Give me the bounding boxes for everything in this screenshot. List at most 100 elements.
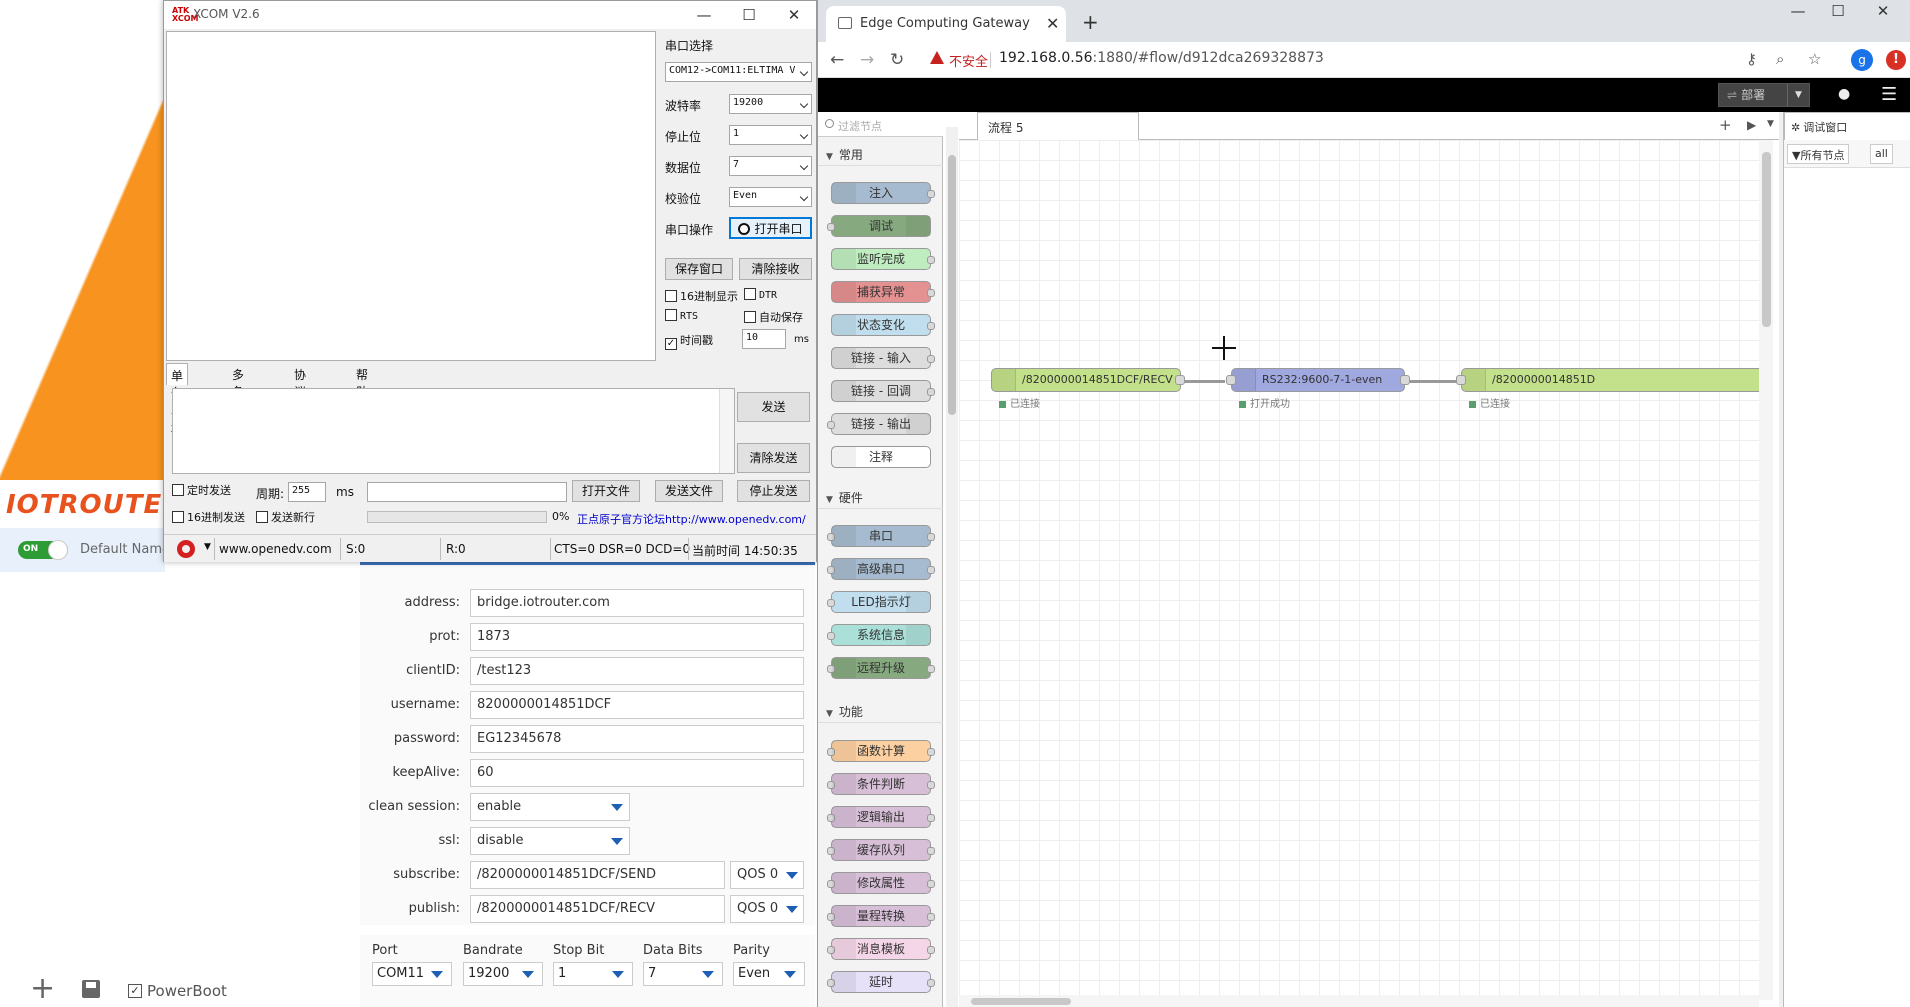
- keepalive-input[interactable]: 60: [470, 759, 804, 787]
- palette-node-comment[interactable]: 注释: [831, 446, 931, 468]
- palette-node-link-out[interactable]: 链接 - 输出: [827, 413, 931, 435]
- hex-send-checkbox[interactable]: 16进制发送: [172, 509, 245, 525]
- palette-node-template[interactable]: 消息模板: [827, 938, 935, 960]
- alert-icon[interactable]: !: [1886, 50, 1906, 70]
- auto-save-checkbox[interactable]: 自动保存: [744, 309, 803, 325]
- forum-link[interactable]: 正点原子官方论坛http://www.openedv.com/: [577, 513, 806, 526]
- address-bar[interactable]: 192.168.0.56:1880/#flow/d912dca269328873: [999, 50, 1324, 66]
- palette-node-link-in[interactable]: 链接 - 输入: [831, 347, 935, 369]
- output-port[interactable]: [1175, 375, 1185, 385]
- publish-input[interactable]: /8200000014851DCF/RECV: [470, 895, 725, 923]
- save-icon[interactable]: [82, 980, 100, 998]
- menu-icon[interactable]: ☰: [1881, 84, 1898, 105]
- stop-send-button[interactable]: 停止发送: [737, 480, 810, 502]
- prot-input[interactable]: 1873: [470, 623, 804, 651]
- timestamp-checkbox[interactable]: ✓时间戳: [665, 332, 713, 350]
- bandrate-select[interactable]: 19200: [463, 962, 543, 986]
- input-port[interactable]: [1226, 375, 1236, 385]
- tab-debug[interactable]: ✲调试窗口: [1784, 112, 1910, 141]
- palette-node-function[interactable]: 函数计算: [827, 740, 935, 762]
- input-port[interactable]: [1456, 375, 1466, 385]
- clear-send-button[interactable]: 清除发送: [737, 443, 810, 473]
- palette-node-status[interactable]: 状态变化: [831, 314, 935, 336]
- maximize-icon[interactable]: ☐: [742, 6, 756, 24]
- palette-node-delay[interactable]: 延时: [827, 971, 935, 993]
- parity-select[interactable]: Even: [733, 962, 805, 986]
- open-file-button[interactable]: 打开文件: [572, 480, 640, 502]
- palette-node-upgrade[interactable]: 远程升级: [827, 657, 935, 679]
- stopbit-select[interactable]: 1: [553, 962, 633, 986]
- toggle-knob[interactable]: [48, 540, 68, 560]
- new-tab-icon[interactable]: +: [1082, 10, 1099, 34]
- save-window-button[interactable]: 保存窗口: [665, 258, 733, 280]
- send-newline-checkbox[interactable]: 发送新行: [256, 509, 315, 525]
- hex-display-checkbox[interactable]: 16进制显示: [665, 288, 738, 304]
- category-common[interactable]: ▼常用: [818, 140, 943, 166]
- wire[interactable]: [1182, 380, 1225, 383]
- send-input[interactable]: [172, 388, 735, 474]
- timed-send-checkbox[interactable]: 定时发送: [172, 482, 231, 498]
- reload-icon[interactable]: ↻: [890, 50, 905, 70]
- address-input[interactable]: bridge.iotrouter.com: [470, 589, 804, 617]
- close-tab-icon[interactable]: ✕: [1046, 14, 1060, 33]
- star-icon[interactable]: ☆: [1808, 50, 1822, 68]
- insecure-label[interactable]: 不安全: [949, 55, 989, 70]
- flow-node-mqtt-out[interactable]: /8200000014851DCF/RECV: [991, 368, 1181, 392]
- palette-node-logic[interactable]: 逻辑输出: [827, 806, 935, 828]
- databits-select[interactable]: 7: [643, 962, 723, 986]
- canvas-vertical-scrollbar[interactable]: [1759, 140, 1773, 1000]
- deploy-button[interactable]: ⇌部署 ▼: [1718, 83, 1810, 107]
- port-select[interactable]: COM12->COM11:ELTIMA V: [665, 62, 812, 82]
- palette-filter[interactable]: 过滤节点: [818, 112, 943, 137]
- clean-session-select[interactable]: enable: [470, 793, 630, 821]
- username-input[interactable]: 8200000014851DCF: [470, 691, 804, 719]
- send-button[interactable]: 发送: [737, 392, 810, 422]
- flow-canvas[interactable]: /8200000014851DCF/RECV 已连接 RS232:9600-7-…: [959, 140, 1759, 995]
- profile-avatar[interactable]: g: [1851, 49, 1873, 71]
- powerboot-checkbox[interactable]: ✓: [128, 984, 142, 998]
- file-path-input[interactable]: [367, 482, 567, 502]
- add-icon[interactable]: +: [30, 971, 56, 1006]
- back-icon[interactable]: ←: [830, 50, 845, 70]
- data-select[interactable]: 7: [729, 156, 812, 176]
- palette-node-advanced-serial[interactable]: 高级串口: [827, 558, 935, 580]
- palette-node-catch[interactable]: 捕获异常: [831, 281, 935, 303]
- palette-node-serial[interactable]: 串口: [827, 525, 935, 547]
- tab-single-send[interactable]: 单条发送: [166, 363, 189, 434]
- minimize-icon[interactable]: —: [1790, 2, 1806, 20]
- user-icon[interactable]: ●: [1838, 86, 1851, 102]
- receive-area[interactable]: [166, 31, 656, 361]
- output-port[interactable]: [1400, 375, 1410, 385]
- dtr-checkbox[interactable]: DTR: [744, 288, 777, 301]
- close-icon[interactable]: ✕: [1876, 2, 1890, 20]
- flow-node-serial[interactable]: RS232:9600-7-1-even: [1231, 368, 1405, 392]
- filter-nodes-button[interactable]: ▼所有节点: [1787, 144, 1850, 164]
- rts-checkbox[interactable]: RTS: [665, 309, 698, 322]
- forward-icon[interactable]: →: [860, 50, 875, 70]
- dropdown-arrow-icon[interactable]: ▼: [204, 542, 211, 552]
- tab-multi-send[interactable]: 多条发送: [232, 368, 245, 433]
- add-flow-icon[interactable]: +: [1719, 116, 1732, 134]
- baud-select[interactable]: 19200: [729, 94, 812, 114]
- palette-node-sysinfo[interactable]: 系统信息: [827, 624, 931, 646]
- canvas-horizontal-scrollbar[interactable]: [959, 995, 1759, 1007]
- sidebar-resize-handle[interactable]: [1779, 112, 1783, 1007]
- canvas-vertical-thumb[interactable]: [1762, 152, 1771, 327]
- parity-select[interactable]: Even: [729, 187, 812, 207]
- port-select[interactable]: COM11: [372, 962, 452, 986]
- palette-node-led[interactable]: LED指示灯: [827, 591, 931, 613]
- minimize-icon[interactable]: —: [696, 6, 712, 24]
- close-icon[interactable]: ✕: [787, 6, 801, 24]
- chevron-down-icon[interactable]: ▼: [1767, 119, 1774, 129]
- period-input[interactable]: 255: [288, 482, 326, 502]
- palette-node-link-call[interactable]: 链接 - 回调: [831, 380, 935, 402]
- palette-node-queue[interactable]: 缓存队列: [827, 839, 935, 861]
- canvas-horizontal-thumb[interactable]: [971, 998, 1071, 1005]
- scroll-tabs-right-icon[interactable]: ▶: [1747, 118, 1757, 132]
- category-hardware[interactable]: ▼硬件: [818, 483, 943, 509]
- subscribe-qos-select[interactable]: QOS 0: [730, 861, 804, 889]
- tab-protocol[interactable]: 协议传输: [294, 368, 307, 433]
- tab-help[interactable]: 帮助: [356, 368, 369, 399]
- palette-scroll-thumb[interactable]: [948, 155, 956, 415]
- stop-select[interactable]: 1: [729, 125, 812, 145]
